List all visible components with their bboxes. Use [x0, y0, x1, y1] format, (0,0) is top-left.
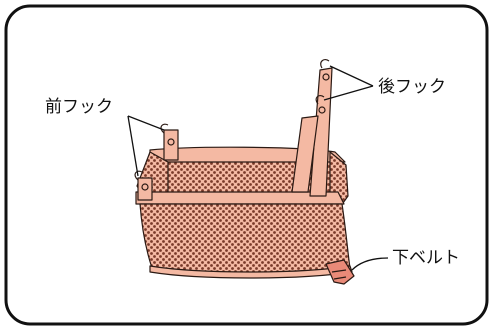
post-hole	[141, 183, 149, 191]
label-rear-hook: 後フック	[378, 77, 446, 97]
leader-lower-belt	[351, 257, 389, 271]
front-hook-left	[134, 170, 143, 181]
front-rim-bar	[135, 191, 345, 205]
strap-slot	[333, 276, 347, 280]
post-hole	[322, 73, 330, 81]
callout-lines	[127, 65, 389, 271]
lower-belt-strap	[325, 259, 355, 285]
front-mesh-panel	[139, 203, 351, 275]
rear-hook-lower	[315, 94, 325, 105]
strap-slot	[331, 269, 347, 273]
leader-front-hook-right	[127, 115, 165, 131]
label-lower-belt: 下ベルト	[392, 248, 460, 268]
leader-rear-hook-top	[329, 65, 374, 87]
rear-hook-top	[320, 58, 330, 69]
label-front-hook: 前フック	[45, 97, 113, 117]
leader-front-hook-left	[127, 115, 139, 177]
front-hook-right	[160, 123, 169, 134]
front-hook-post-left	[137, 177, 153, 201]
basket-illustration	[134, 58, 355, 285]
post-hole	[167, 138, 175, 146]
post-hole	[318, 106, 326, 114]
rear-hook-post-inner	[291, 115, 319, 193]
leader-rear-hook-lower	[323, 85, 374, 101]
